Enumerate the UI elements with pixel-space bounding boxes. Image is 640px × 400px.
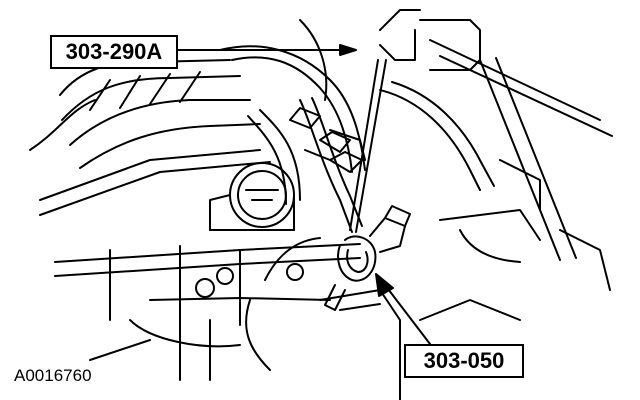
fuel-rail — [55, 238, 360, 380]
callout-303-290A: 303-290A — [50, 35, 178, 69]
figure-id: A0016760 — [14, 366, 92, 385]
hoses — [220, 20, 494, 204]
intake-runners — [30, 60, 270, 215]
leader-arrow-top — [340, 45, 356, 55]
spring-lock-coupling — [325, 206, 410, 310]
leader-line-bottom — [385, 285, 430, 344]
callout-303-050: 303-050 — [404, 344, 524, 378]
lower-frame — [90, 290, 520, 400]
tool-303-290A — [350, 60, 386, 232]
right-bracket — [380, 10, 612, 290]
leader-arrow-bottom — [376, 274, 393, 296]
filler-cap — [210, 163, 294, 230]
